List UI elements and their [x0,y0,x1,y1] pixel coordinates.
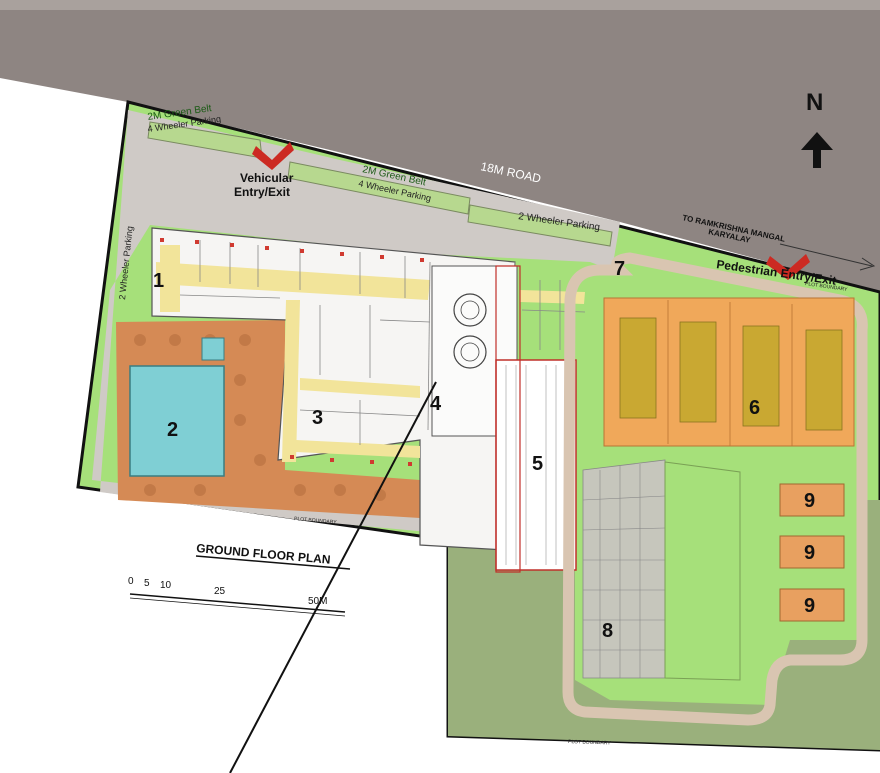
vehicular-entry-icon [252,142,294,170]
zone-3: 3 [312,407,323,429]
pool [129,365,225,477]
vehicular-label-1: Vehicular [240,171,294,185]
plot-boundary-label-1: PLOT BOUNDARY [805,281,849,293]
north-arrow-icon [801,132,833,168]
zone-9a: 9 [804,490,815,512]
pedestrian-entry-icon [766,254,810,280]
zone-9b: 9 [804,542,815,564]
box-9c [779,588,845,622]
scale-bar: 0 5 10 25 50M [128,576,346,617]
tennis-court-3 [742,325,780,427]
zone-5: 5 [532,453,543,475]
north-label: N [806,89,823,116]
zone-4: 4 [430,393,442,415]
zone-2: 2 [167,419,178,441]
box-9b [779,535,845,569]
zone-1: 1 [153,270,164,292]
scale-25: 25 [214,586,226,597]
zone-7: 7 [614,258,625,280]
box-9a [779,483,845,517]
road [0,0,880,292]
plot-boundary-label-2: PLOT BOUNDARY [294,516,338,526]
plot-boundary-label-3: PLOT BOUNDARY [568,739,611,747]
callout-line [229,381,437,773]
scale-5: 5 [144,578,150,589]
vehicular-label-2: Entry/Exit [234,185,290,199]
parking-zone-8 [582,459,666,679]
tennis-court-2 [679,321,717,423]
scale-10: 10 [160,580,172,591]
tennis-court-1 [619,317,657,419]
zone-6: 6 [749,397,760,419]
plan-title: GROUND FLOOR PLAN [196,541,331,567]
scale-0: 0 [128,576,134,587]
zone-9c: 9 [804,595,815,617]
zone-8: 8 [602,620,613,642]
scale-50: 50M [308,596,327,607]
tennis-court-4 [805,329,843,431]
